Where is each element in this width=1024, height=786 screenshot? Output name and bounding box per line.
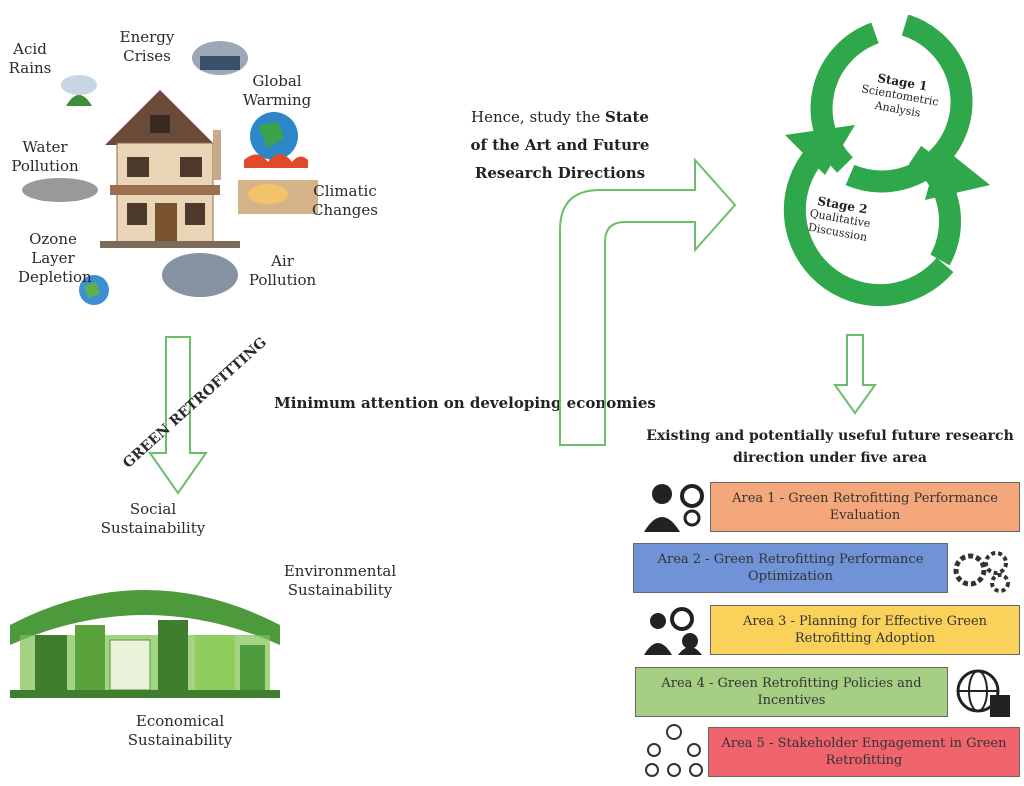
area-5-label: Area 5 - Stakeholder Engagement in Green… <box>721 736 1007 768</box>
label-climatic-changes: Climatic Changes <box>312 182 378 219</box>
global-warming-icon <box>244 112 308 168</box>
existing-directions-text: Existing and potentially useful future r… <box>646 428 1014 466</box>
label-ozone-depletion: Ozone Layer Depletion <box>18 230 92 286</box>
area-5-box: Area 5 - Stakeholder Engagement in Green… <box>708 727 1020 777</box>
hence-line2: of the Art and Future <box>470 136 650 154</box>
label-environmental-sustainability: Environmental Sustainability <box>283 562 397 599</box>
bent-arrow <box>559 157 737 446</box>
label-energy-crises: Energy Crises <box>119 28 175 65</box>
hence-prefix: Hence, study the <box>471 108 606 126</box>
planning-team-icon <box>644 607 702 655</box>
ozone-earth-icon <box>79 275 109 305</box>
water-pollution-icon <box>22 178 98 202</box>
label-economical-sustainability: Economical Sustainability <box>127 712 233 749</box>
stakeholders-icon <box>645 724 703 777</box>
area-3-box: Area 3 - Planning for Effective Green Re… <box>710 605 1020 655</box>
area-3-label: Area 3 - Planning for Effective Green Re… <box>742 614 988 646</box>
climatic-change-icon <box>238 180 318 214</box>
researcher-gear-icon <box>644 484 704 532</box>
globe-policy-icon <box>956 669 1010 717</box>
label-air-pollution: Air Pollution <box>248 252 317 289</box>
label-water-pollution: Water Pollution <box>11 138 79 175</box>
area-4-box: Area 4 - Green Retrofitting Policies and… <box>635 667 948 717</box>
label-social-sustainability: Social Sustainability <box>100 500 206 537</box>
label-acid-rains: Acid Rains <box>8 40 52 77</box>
stage-cycle-diagram <box>783 15 990 307</box>
area-2-label: Area 2 - Green Retrofitting Performance … <box>657 552 924 584</box>
area-4-label: Area 4 - Green Retrofitting Policies and… <box>661 676 922 708</box>
air-pollution-icon <box>162 253 238 297</box>
area-1-box: Area 1 - Green Retrofitting Performance … <box>710 482 1020 532</box>
hence-line3: Research Directions <box>474 164 646 182</box>
area-1-label: Area 1 - Green Retrofitting Performance … <box>732 491 998 523</box>
label-global-warming: Global Warming <box>242 72 312 109</box>
energy-crisis-icon <box>192 41 248 75</box>
green-city-icon <box>10 590 280 698</box>
hence-text: Hence, study the State of the Art and Fu… <box>430 103 690 187</box>
gears-icon <box>953 551 1010 593</box>
down-arrow-left <box>148 336 208 495</box>
hence-bold: State <box>605 108 649 126</box>
house-icon <box>100 90 240 248</box>
acid-rain-icon <box>61 75 97 106</box>
area-2-box: Area 2 - Green Retrofitting Performance … <box>633 543 948 593</box>
down-arrow-right <box>833 334 877 415</box>
